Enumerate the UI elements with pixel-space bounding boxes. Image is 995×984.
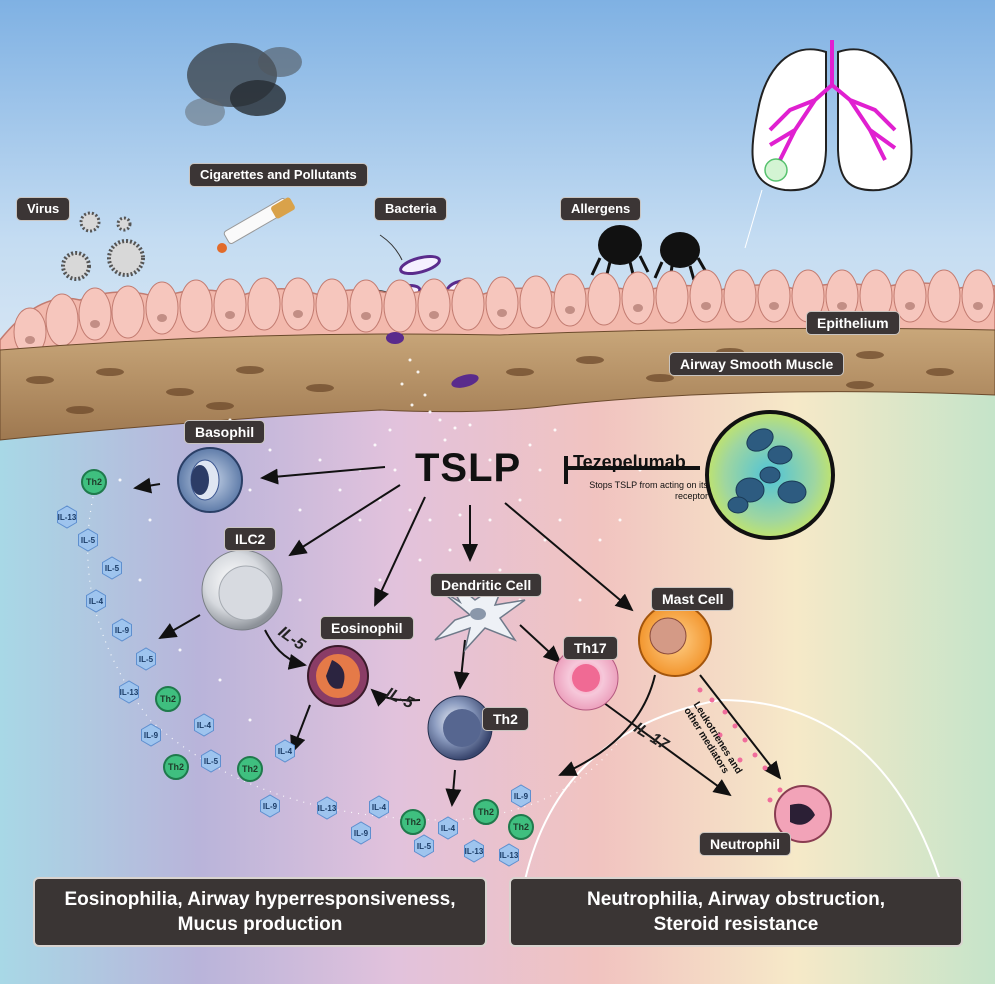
cytokine-label: IL-5: [204, 757, 219, 766]
cytokine-label: IL-9: [263, 802, 278, 811]
ilc2-label: ILC2: [224, 527, 277, 551]
outcome-left-line1: Eosinophilia, Airway hyperresponsiveness…: [64, 889, 456, 910]
cytokine-hexagon: IL-9: [351, 821, 371, 845]
cytokine-hexagon: IL-4: [194, 713, 214, 737]
th2-cytokine-cell: Th2: [155, 686, 181, 712]
virus-icon: [61, 211, 145, 281]
cytokine-label: IL-5: [139, 655, 154, 664]
th17-icon: [553, 645, 619, 711]
th2-cytokine-cell: Th2: [473, 799, 499, 825]
th2-cytokine-cell: Th2: [508, 814, 534, 840]
smooth-muscle-label: Airway Smooth Muscle: [669, 352, 845, 376]
cytokine-hexagon: IL-4: [86, 589, 106, 613]
th2-cytokine-label: Th2: [86, 477, 102, 487]
inhibition-bar: [564, 456, 700, 484]
th2-cytokine-label: Th2: [405, 817, 421, 827]
cytokine-hexagon: IL-4: [438, 816, 458, 840]
tezepelumab-label: Tezepelumab: [573, 452, 686, 472]
leukotriene-particles: [697, 687, 783, 803]
cytokine-label: IL-5: [417, 842, 432, 851]
tslp-particles: [118, 358, 642, 722]
outcome-right-line2: Steroid resistance: [653, 914, 819, 935]
cytokine-hexagon: IL-9: [260, 794, 280, 818]
allergens-label: Allergens: [560, 197, 642, 221]
cytokine-label: IL-9: [354, 829, 369, 838]
cytokine-hexagon: IL-13: [119, 680, 139, 704]
lung-icon: [744, 40, 913, 249]
cytokine-hexagon: IL-13: [499, 843, 519, 867]
cytokine-label: IL-5: [81, 536, 96, 545]
cytokine-label: IL-13: [318, 804, 337, 813]
th2-cytokine-cell: Th2: [163, 754, 189, 780]
th2-cytokine-label: Th2: [160, 694, 176, 704]
tslp-label: TSLP: [415, 446, 522, 490]
mast-cell-icon: [638, 603, 712, 677]
cigarette-icon: [217, 197, 295, 253]
cytokine-label: IL-9: [514, 792, 529, 801]
cytokine-hexagon: IL-13: [464, 839, 484, 863]
cytokine-label: IL-4: [441, 824, 456, 833]
neutrophil-icon: [774, 785, 832, 843]
virus-label: Virus: [16, 197, 71, 221]
cytokine-hexagon: IL-4: [275, 739, 295, 763]
th2-cell-icon: [427, 695, 493, 761]
cytokine-hexagon: IL-9: [141, 723, 161, 747]
ilc2-icon: [201, 549, 283, 631]
mast-cell-label: Mast Cell: [651, 587, 735, 611]
cytokine-label: IL-13: [500, 851, 519, 860]
th2-cytokine-label: Th2: [242, 764, 258, 774]
outcome-right-line1: Neutrophilia, Airway obstruction,: [586, 889, 886, 910]
cytokine-label: IL-4: [89, 597, 104, 606]
th2-label: Th2: [482, 707, 529, 731]
cytokine-label: IL-13: [58, 513, 77, 522]
epithelium-label: Epithelium: [806, 311, 900, 335]
cytokine-hexagon: IL-5: [414, 834, 434, 858]
eosinophil-icon: [307, 645, 369, 707]
cytokine-label: IL-4: [372, 803, 387, 812]
cytokine-label: IL-13: [120, 688, 139, 697]
cytokine-hexagon: IL-4: [369, 795, 389, 819]
th2-cytokine-cell: Th2: [81, 469, 107, 495]
cytokine-hexagon: IL-5: [102, 556, 122, 580]
cytokine-hexagon: IL-9: [112, 618, 132, 642]
th2-cytokine-label: Th2: [478, 807, 494, 817]
outcome-right: Neutrophilia, Airway obstruction, Steroi…: [509, 877, 963, 947]
cytokine-hexagon: IL-5: [78, 528, 98, 552]
dendritic-cell-label: Dendritic Cell: [430, 573, 543, 597]
basophil-label: Basophil: [184, 420, 266, 444]
bacteria-label: Bacteria: [374, 197, 448, 221]
neutrophil-label: Neutrophil: [699, 832, 791, 856]
th2-cytokine-cell: Th2: [237, 756, 263, 782]
th2-cytokine-label: Th2: [168, 762, 184, 772]
cytokine-label: IL-9: [115, 626, 130, 635]
cytokine-label: IL-4: [197, 721, 212, 730]
cytokine-stream: Th2IL-13IL-5IL-5IL-4IL-9IL-5IL-13Th2IL-4…: [57, 469, 534, 867]
cytokine-hexagon: IL-5: [136, 647, 156, 671]
eosinophil-label: Eosinophil: [320, 616, 414, 640]
basophil-icon: [177, 447, 243, 513]
dust-mite-icon: [590, 225, 708, 281]
outcome-left-line2: Mucus production: [177, 914, 343, 935]
antibody-icon: [705, 410, 835, 540]
th2-cytokine-cell: Th2: [400, 809, 426, 835]
cytokine-hexagon: IL-13: [317, 796, 337, 820]
outcome-left: Eosinophilia, Airway hyperresponsiveness…: [33, 877, 487, 947]
th17-label: Th17: [563, 636, 618, 660]
cytokine-hexagon: IL-9: [511, 784, 531, 808]
cytokine-label: IL-4: [278, 747, 293, 756]
th2-cytokine-label: Th2: [513, 822, 529, 832]
cytokine-hexagon: IL-13: [57, 505, 77, 529]
tezepelumab-note: Stops TSLP from acting on its receptor: [589, 480, 708, 501]
cytokine-label: IL-13: [465, 847, 484, 856]
cytokine-label: IL-9: [144, 731, 159, 740]
tslp-arrows: [133, 466, 782, 807]
cytokine-hexagon: IL-5: [201, 749, 221, 773]
cigarettes-label: Cigarettes and Pollutants: [189, 163, 368, 187]
cytokine-label: IL-5: [105, 564, 120, 573]
